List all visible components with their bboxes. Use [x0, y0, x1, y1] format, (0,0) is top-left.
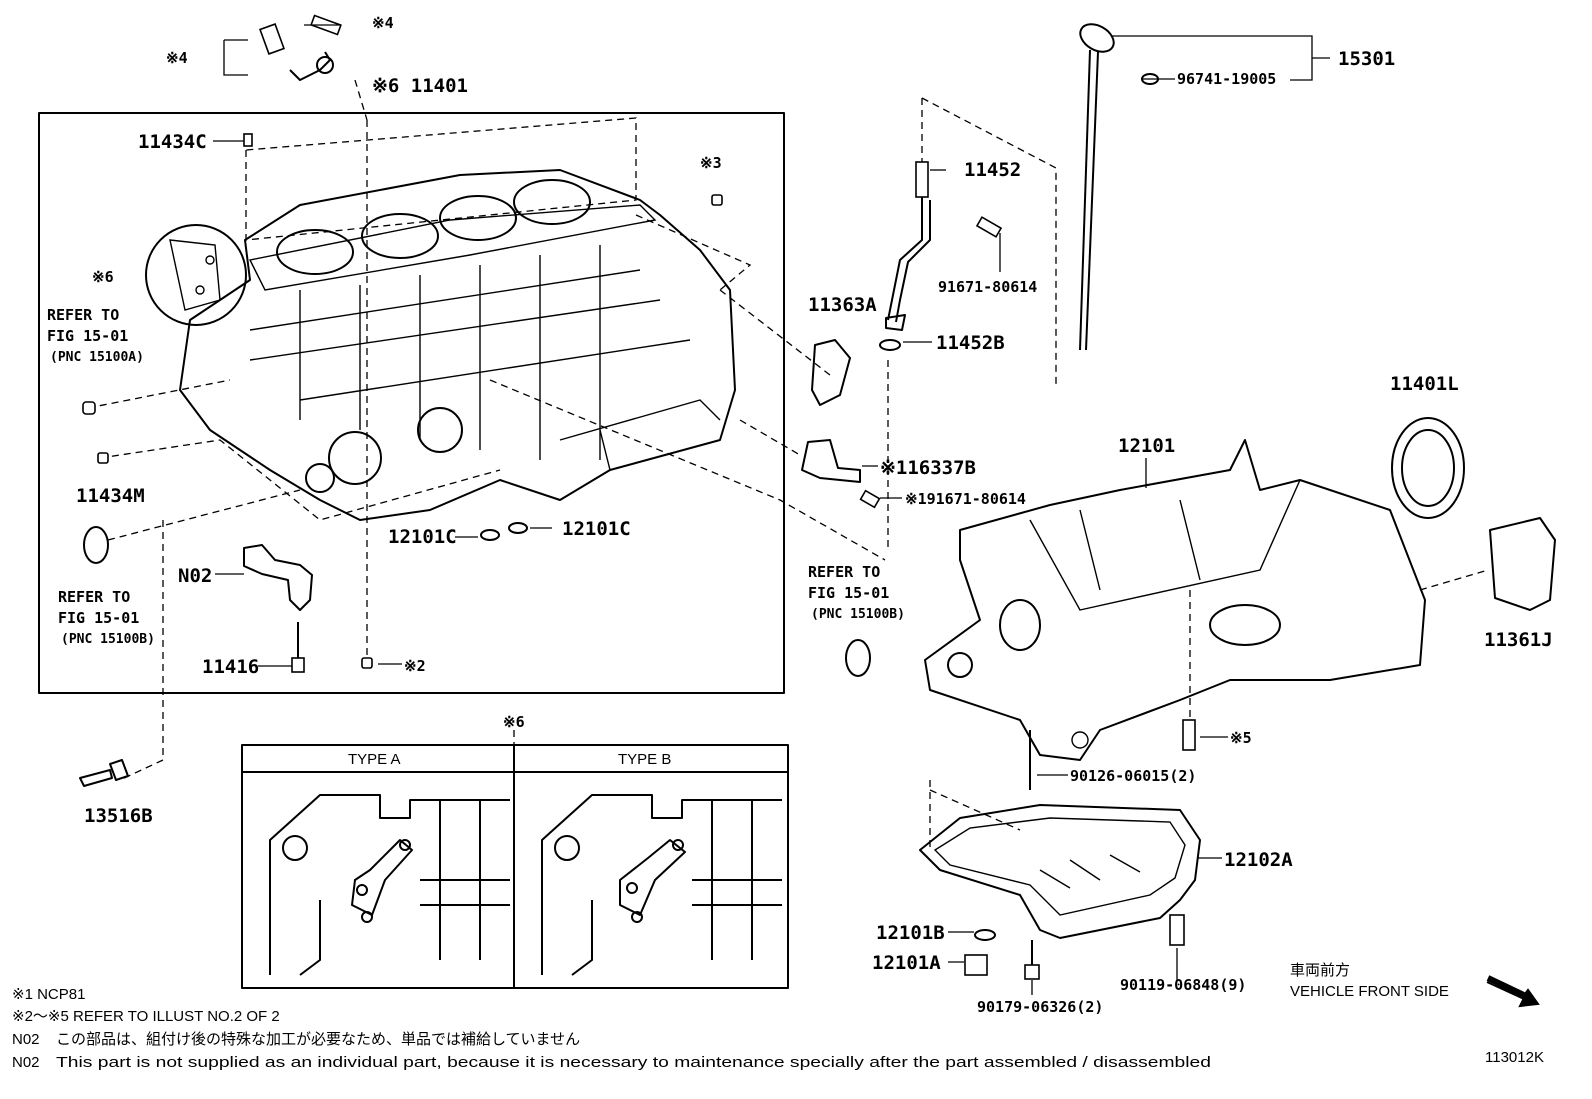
oil-seal-11401l — [1391, 417, 1465, 519]
dipstick-15301 — [1079, 23, 1330, 351]
part-labels: 15301 96741-19005 ※6 11401 11434C ※3 ※4 … — [76, 14, 1553, 1016]
drain-plug-group — [948, 914, 1185, 995]
label-12101b: 12101B — [876, 922, 945, 944]
label-11434m: 11434M — [76, 485, 145, 507]
block-guide-lines — [87, 117, 886, 781]
type-a-header: TYPE A — [348, 751, 401, 768]
label-16337b: ※116337B — [880, 457, 976, 479]
label-13516b: 13516B — [84, 805, 153, 827]
label-12101c-left: 12101C — [388, 526, 457, 548]
label-11452b: 11452B — [936, 332, 1005, 354]
footnote-3-code: N02 — [12, 1031, 40, 1048]
type-comparison-box — [241, 730, 789, 989]
studs-90126 — [929, 719, 1228, 850]
engine-block-frame — [38, 112, 785, 694]
footnote-4-code: N02 — [12, 1054, 40, 1071]
label-91671-80614-a: 91671-80614 — [938, 278, 1037, 296]
cylinder-block-drawing — [145, 169, 736, 521]
oring-15100b-left — [83, 526, 109, 564]
label-mark3: ※3 — [700, 154, 722, 172]
diagram-id: 113012K — [1485, 1049, 1544, 1066]
vehicle-front-arrow — [1486, 975, 1540, 1008]
refer-labels: REFER TO FIG 15-01 (PNC 15100A) REFER TO… — [47, 306, 905, 647]
pin-mark3 — [711, 194, 723, 206]
footnote-1: ※1 NCP81 — [12, 986, 85, 1003]
vehicle-front-en: VEHICLE FRONT SIDE — [1290, 983, 1449, 1000]
label-mark5: ※5 — [1230, 729, 1252, 747]
label-96741-19005: 96741-19005 — [1177, 70, 1276, 88]
label-12101c-right: 12101C — [562, 518, 631, 540]
pin-11434m — [97, 452, 109, 464]
refer2-line1: REFER TO — [58, 588, 130, 606]
refer1-line2: FIG 15-01 — [47, 327, 128, 345]
label-n02: N02 — [178, 565, 212, 587]
refer2-line3: (PNC 15100B) — [61, 632, 155, 647]
label-mark6-type: ※6 — [503, 713, 525, 731]
refer1-line3: (PNC 15100A) — [50, 350, 144, 365]
pin-11434c — [243, 133, 253, 147]
label-11361j: 11361J — [1484, 629, 1553, 651]
oil-pipe-and-studs — [223, 14, 368, 121]
label-90126-06015: 90126-06015(2) — [1070, 767, 1196, 785]
footnote-2: ※2～※5 REFER TO ILLUST NO.2 OF 2 — [12, 1008, 280, 1025]
leader-lines — [213, 24, 1175, 667]
label-12101a: 12101A — [872, 952, 941, 974]
label-mark4-left: ※4 — [166, 49, 188, 67]
label-11416: 11416 — [202, 656, 259, 678]
label-11434c: 11434C — [138, 131, 207, 153]
refer3-line1: REFER TO — [808, 563, 880, 581]
refer1-line1: REFER TO — [47, 306, 119, 324]
label-90179-06326: 90179-06326(2) — [977, 998, 1103, 1016]
label-12101: 12101 — [1118, 435, 1175, 457]
oil-pan-12102a — [919, 804, 1222, 939]
label-12102a: 12102A — [1224, 849, 1293, 871]
refer3-line3: (PNC 15100B) — [811, 607, 905, 622]
footnote-3-text: この部品は、組付け後の特殊な加工が必要なため、単品では補給していません — [56, 1031, 580, 1048]
oring-12101c-b — [508, 522, 528, 534]
label-11452: 11452 — [964, 159, 1021, 181]
pin-mark2 — [361, 657, 373, 669]
footnote-4-text: This part is not supplied as an individu… — [56, 1054, 1211, 1071]
label-11363a: 11363A — [808, 294, 877, 316]
bearing-cap-drawing — [243, 544, 313, 611]
refer3-line2: FIG 15-01 — [808, 584, 889, 602]
type-b-header: TYPE B — [618, 751, 671, 768]
label-91671-80614-b: ※191671-80614 — [905, 490, 1026, 508]
oring-12101c-a — [480, 529, 500, 541]
bolt-11416 — [291, 622, 305, 673]
label-mark6-block: ※6 — [92, 268, 114, 286]
cover-11361j — [1419, 517, 1556, 611]
dowel-15100a — [82, 401, 96, 415]
label-11401: ※6 11401 — [372, 75, 468, 97]
sensor-13516b — [79, 759, 129, 787]
label-15301: 15301 — [1338, 48, 1395, 70]
vehicle-front-jp: 車両前方 — [1290, 962, 1350, 979]
footnotes: ※1 NCP81 ※2～※5 REFER TO ILLUST NO.2 OF 2… — [12, 986, 1211, 1071]
label-mark4-top: ※4 — [372, 14, 394, 32]
oil-strainer-group — [801, 97, 1057, 677]
crankcase-12101 — [924, 439, 1426, 761]
label-mark2: ※2 — [404, 657, 426, 675]
label-90119-06848: 90119-06848(9) — [1120, 976, 1246, 994]
label-11401l: 11401L — [1390, 373, 1459, 395]
refer2-line2: FIG 15-01 — [58, 609, 139, 627]
